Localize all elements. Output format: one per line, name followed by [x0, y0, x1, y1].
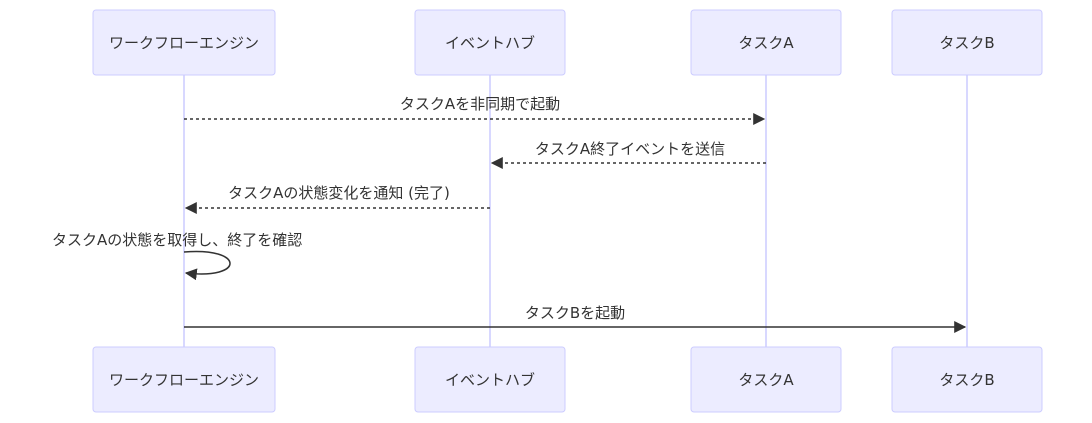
actor-label: タスクB: [939, 34, 994, 52]
message-label: タスクAを非同期で起動: [400, 95, 560, 113]
message-1: タスクAを非同期で起動: [184, 95, 766, 125]
self-loop-arrow: [183, 250, 231, 281]
actor-label: イベントハブ: [445, 34, 535, 52]
actor-label: ワークフローエンジン: [109, 34, 259, 52]
actor-label: タスクB: [939, 371, 994, 389]
actor-label: ワークフローエンジン: [109, 371, 259, 389]
message-label: タスクAの状態を取得し、終了を確認: [52, 231, 302, 249]
message-5: タスクBを起動: [184, 304, 967, 333]
message-label: タスクAの状態変化を通知 (完了): [228, 184, 450, 202]
actor-bottom-hub: イベントハブ: [414, 346, 566, 413]
actor-top-engine: ワークフローエンジン: [92, 9, 276, 76]
actor-bottom-engine: ワークフローエンジン: [92, 346, 276, 413]
message-4: タスクAの状態を取得し、終了を確認: [52, 231, 302, 281]
message-label: タスクA終了イベントを送信: [535, 140, 725, 158]
actor-bottom-task-a: タスクA: [690, 346, 842, 413]
message-2: タスクA終了イベントを送信: [490, 140, 766, 169]
actor-top-hub: イベントハブ: [414, 9, 566, 76]
actor-bottom-task-b: タスクB: [891, 346, 1043, 413]
message-3: タスクAの状態変化を通知 (完了): [184, 184, 490, 214]
actor-label: イベントハブ: [445, 371, 535, 389]
actor-label: タスクA: [738, 34, 794, 52]
actor-top-task-a: タスクA: [690, 9, 842, 76]
actor-label: タスクA: [738, 371, 794, 389]
actor-top-task-b: タスクB: [891, 9, 1043, 76]
message-label: タスクBを起動: [525, 304, 625, 322]
